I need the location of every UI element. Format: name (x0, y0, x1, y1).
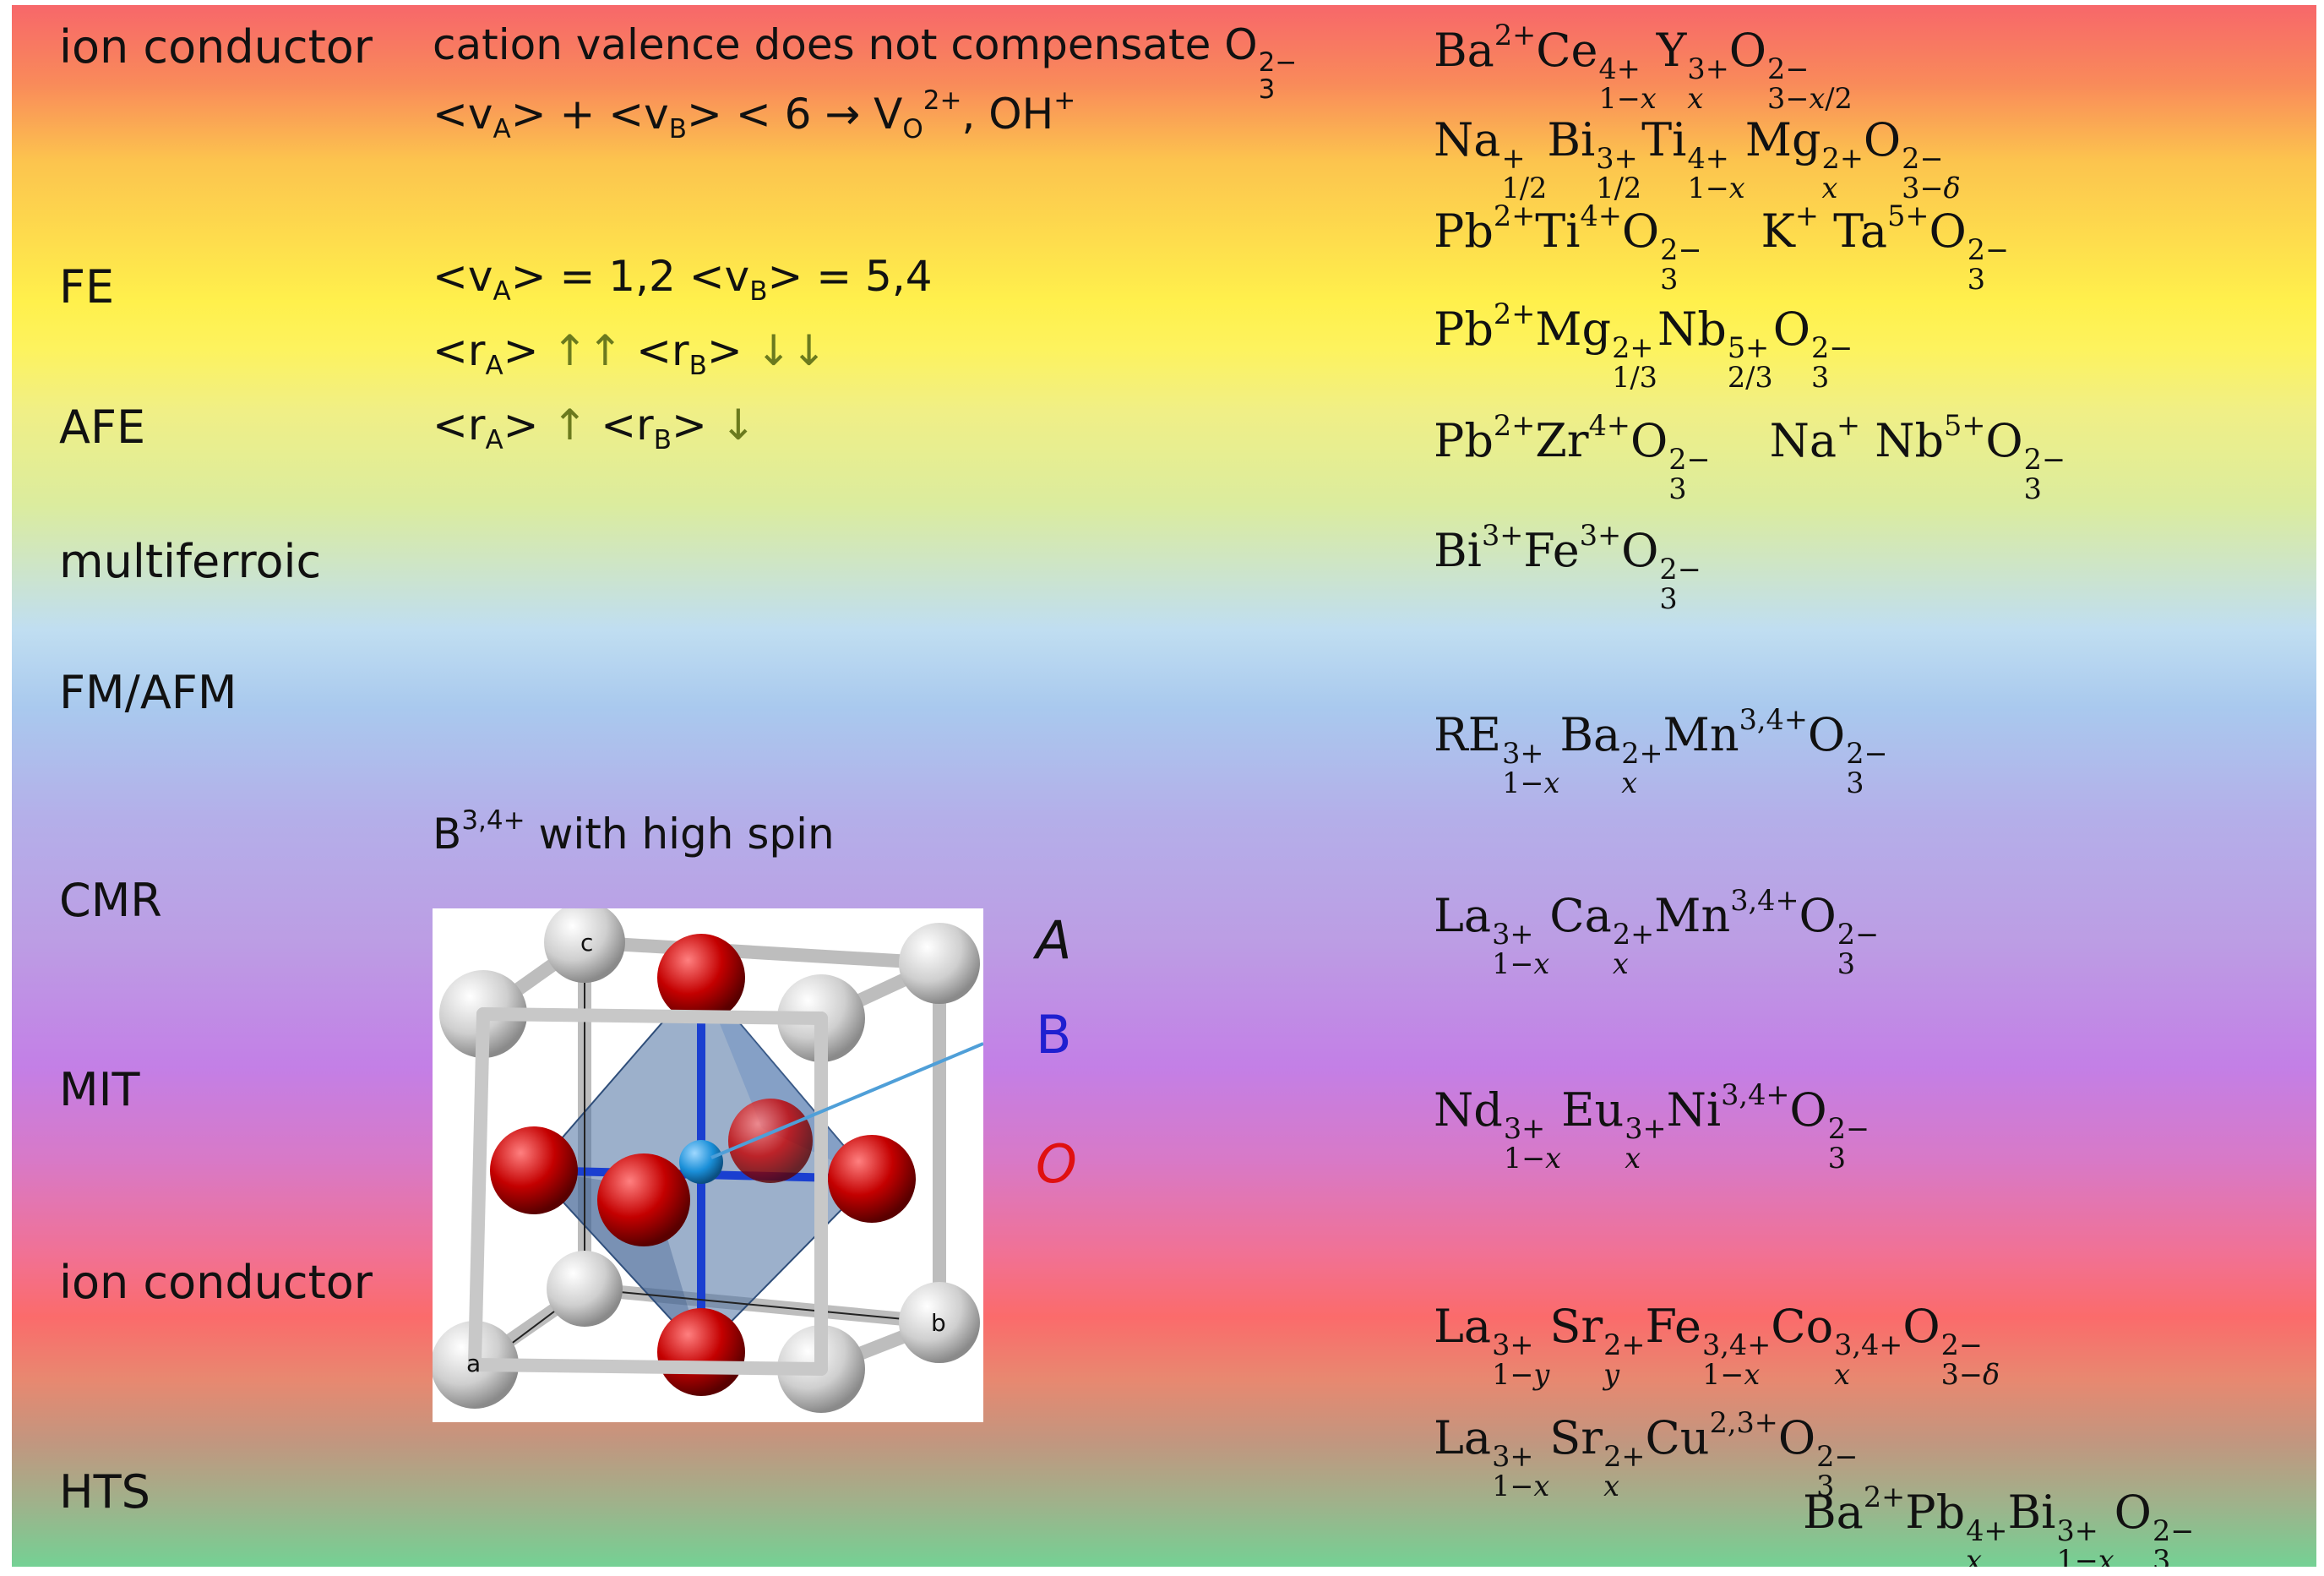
label-ion-conductor-top: ion conductor (59, 20, 373, 74)
valence-sum-rule: <vA> + <vB> < 6 → VO2+, OH+ (433, 85, 1076, 145)
afe-radii-rule: <rA> ↑ <rB> ↓ (433, 401, 756, 455)
key-a-site: A (1036, 909, 1072, 971)
key-o-site: O (1036, 1133, 1077, 1195)
label-ion-conductor-bottom: ion conductor (59, 1256, 373, 1309)
key-b-site: B (1036, 1004, 1072, 1066)
axis-label-c: c (580, 929, 593, 957)
crystal-structure-svg: c a b (431, 902, 984, 1413)
label-fm-afm: FM/AFM (59, 666, 237, 719)
fe-valence-rule: <vA> = 1,2 <vB> = 5,4 (433, 252, 933, 307)
label-hts: HTS (59, 1465, 150, 1519)
axis-label-b: b (931, 1309, 946, 1337)
label-fe: FE (59, 260, 115, 314)
label-afe: AFE (59, 401, 146, 454)
axis-label-a: a (466, 1350, 481, 1377)
label-mit: MIT (59, 1063, 140, 1116)
cation-note-text: cation valence does not compensate (433, 20, 1211, 69)
high-spin-text: with high spin (538, 810, 835, 859)
figure-background: ion conductor FE AFE multiferroic FM/AFM… (12, 5, 2316, 1567)
high-spin-note: B3,4+ with high spin (433, 804, 835, 859)
label-multiferroic: multiferroic (59, 535, 322, 588)
perovskite-crystal-image: c a b (431, 902, 984, 1422)
fe-radii-rule: <rA> ↑↑ <rB> ↓↓ (433, 326, 827, 381)
b-site-pointer (710, 1042, 984, 1159)
label-cmr: CMR (59, 874, 162, 927)
